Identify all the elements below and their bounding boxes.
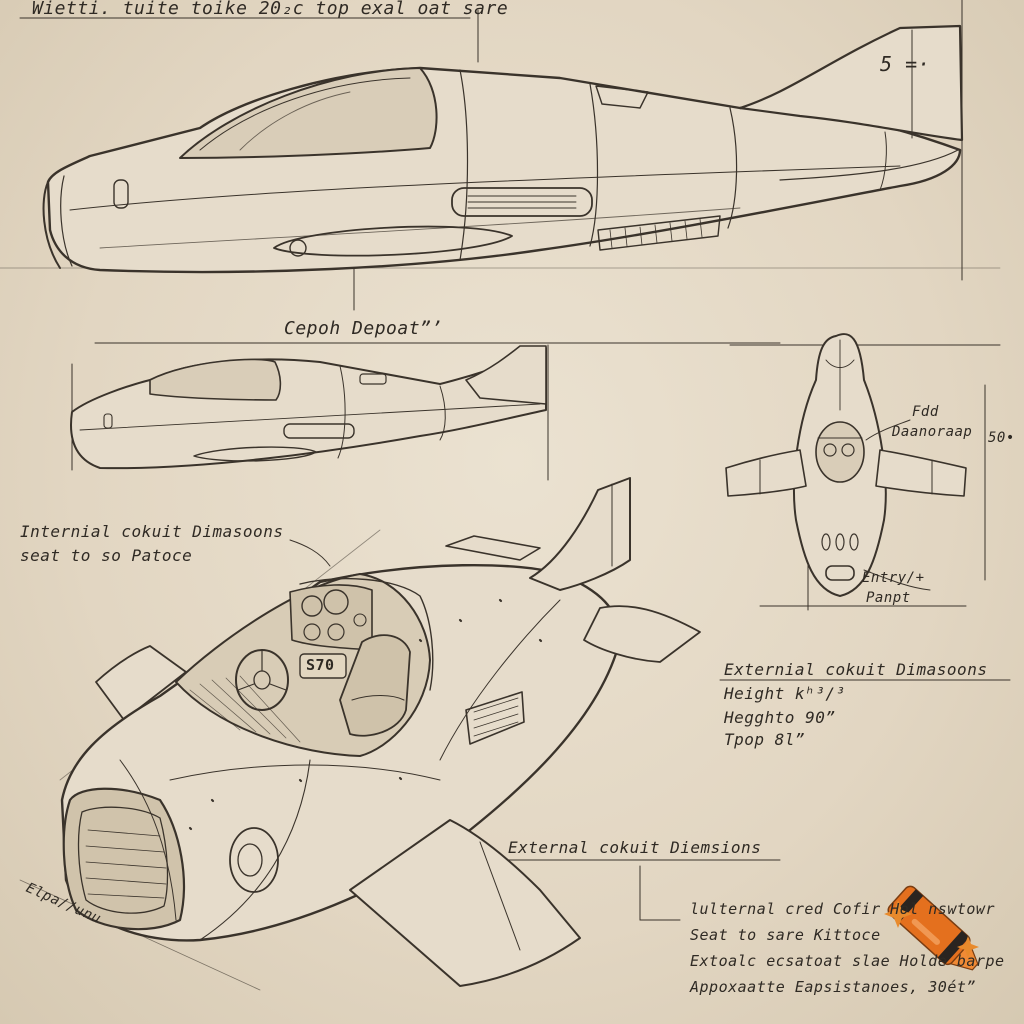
tail-number: 5 =· [880,52,931,76]
external-dims-row2: Hegghto 90” [724,708,836,727]
external-dims-row1: Height kʰ³/³ [724,684,846,703]
internal-dims-line1: Internial cokuit Dimasoons [20,522,284,541]
perspective-view [19,477,1011,991]
header-note: Wietti. tuite toike 20₂c top exal oat sa… [32,0,509,19]
external-dims-bottom-title: External cokuit Diemsions [508,838,762,857]
external-dims-bottom-row2: Seat to sare Kittoce [690,926,881,944]
side-view-large [0,0,1001,311]
external-dims-bottom-row3: Extoalc ecsatoat slae Holde barpe [690,952,1005,970]
internal-dims-line2: seat to so Patoce [20,546,193,565]
external-dims-title: Externial cokuit Dimasoons [724,660,988,679]
external-dims-row3: Tpop 8l” [724,730,806,749]
sparkle-icon [884,900,979,958]
top-view-entry-line2: Panpt [866,590,911,606]
top-view [725,333,1001,611]
external-dims-bottom-row1: lulternal cred Cofir Hol nswtowr [690,900,995,918]
cockpit-badge: S70 [306,656,335,674]
top-view-label-line2: Daanoraap [892,424,973,440]
top-view-label-value: 50• [988,430,1015,446]
side-view-small [70,342,781,481]
top-view-entry-line1: Entry/+ [862,570,925,586]
top-view-label-line1: Fdd [912,404,939,420]
side-view-label: Cepoh Depoat”’ [284,318,443,339]
external-dims-bottom-row4: Appoxaatte Eapsistanoes, 30ét” [690,978,976,996]
